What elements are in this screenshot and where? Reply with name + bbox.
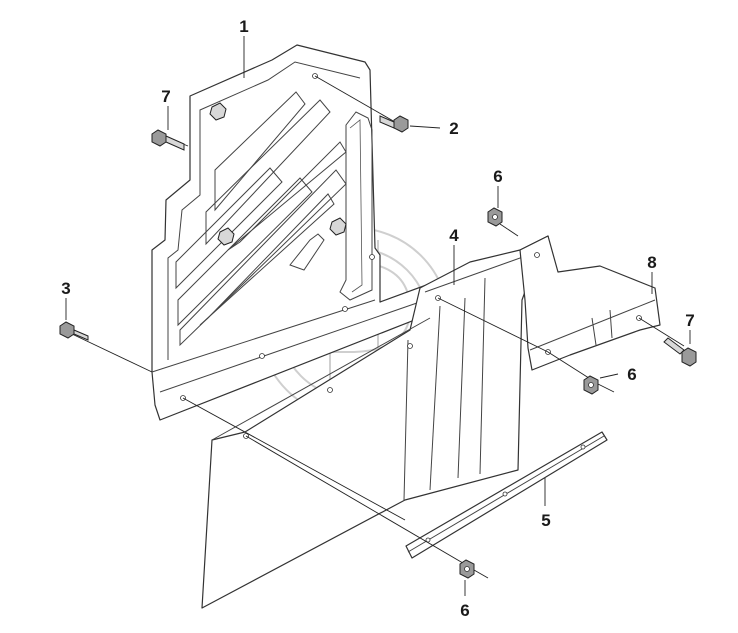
callout-6-right: 6: [627, 365, 636, 384]
leader-lines: [65, 36, 691, 596]
nut-6-bottom: [459, 559, 475, 579]
callout-7-right: 7: [685, 311, 694, 330]
callout-4: 4: [449, 226, 459, 245]
bolt-2: [379, 115, 409, 133]
main-side-panel: [151, 44, 441, 421]
clamp-strip: [405, 431, 608, 559]
callout-6-bottom: 6: [460, 601, 469, 620]
callout-6-top: 6: [493, 167, 502, 186]
nut-6-right: [583, 375, 599, 395]
bolt-7-right: [663, 337, 697, 367]
bolt-7-top: [151, 129, 185, 151]
callout-3: 3: [61, 279, 70, 298]
callout-7-top: 7: [161, 87, 170, 106]
callout-2: 2: [449, 119, 458, 138]
bracket: [519, 235, 661, 371]
nut-6-top: [487, 207, 503, 227]
bolt-3: [59, 321, 89, 341]
callout-5: 5: [541, 511, 550, 530]
callout-1: 1: [239, 17, 248, 36]
callout-8: 8: [647, 253, 656, 272]
